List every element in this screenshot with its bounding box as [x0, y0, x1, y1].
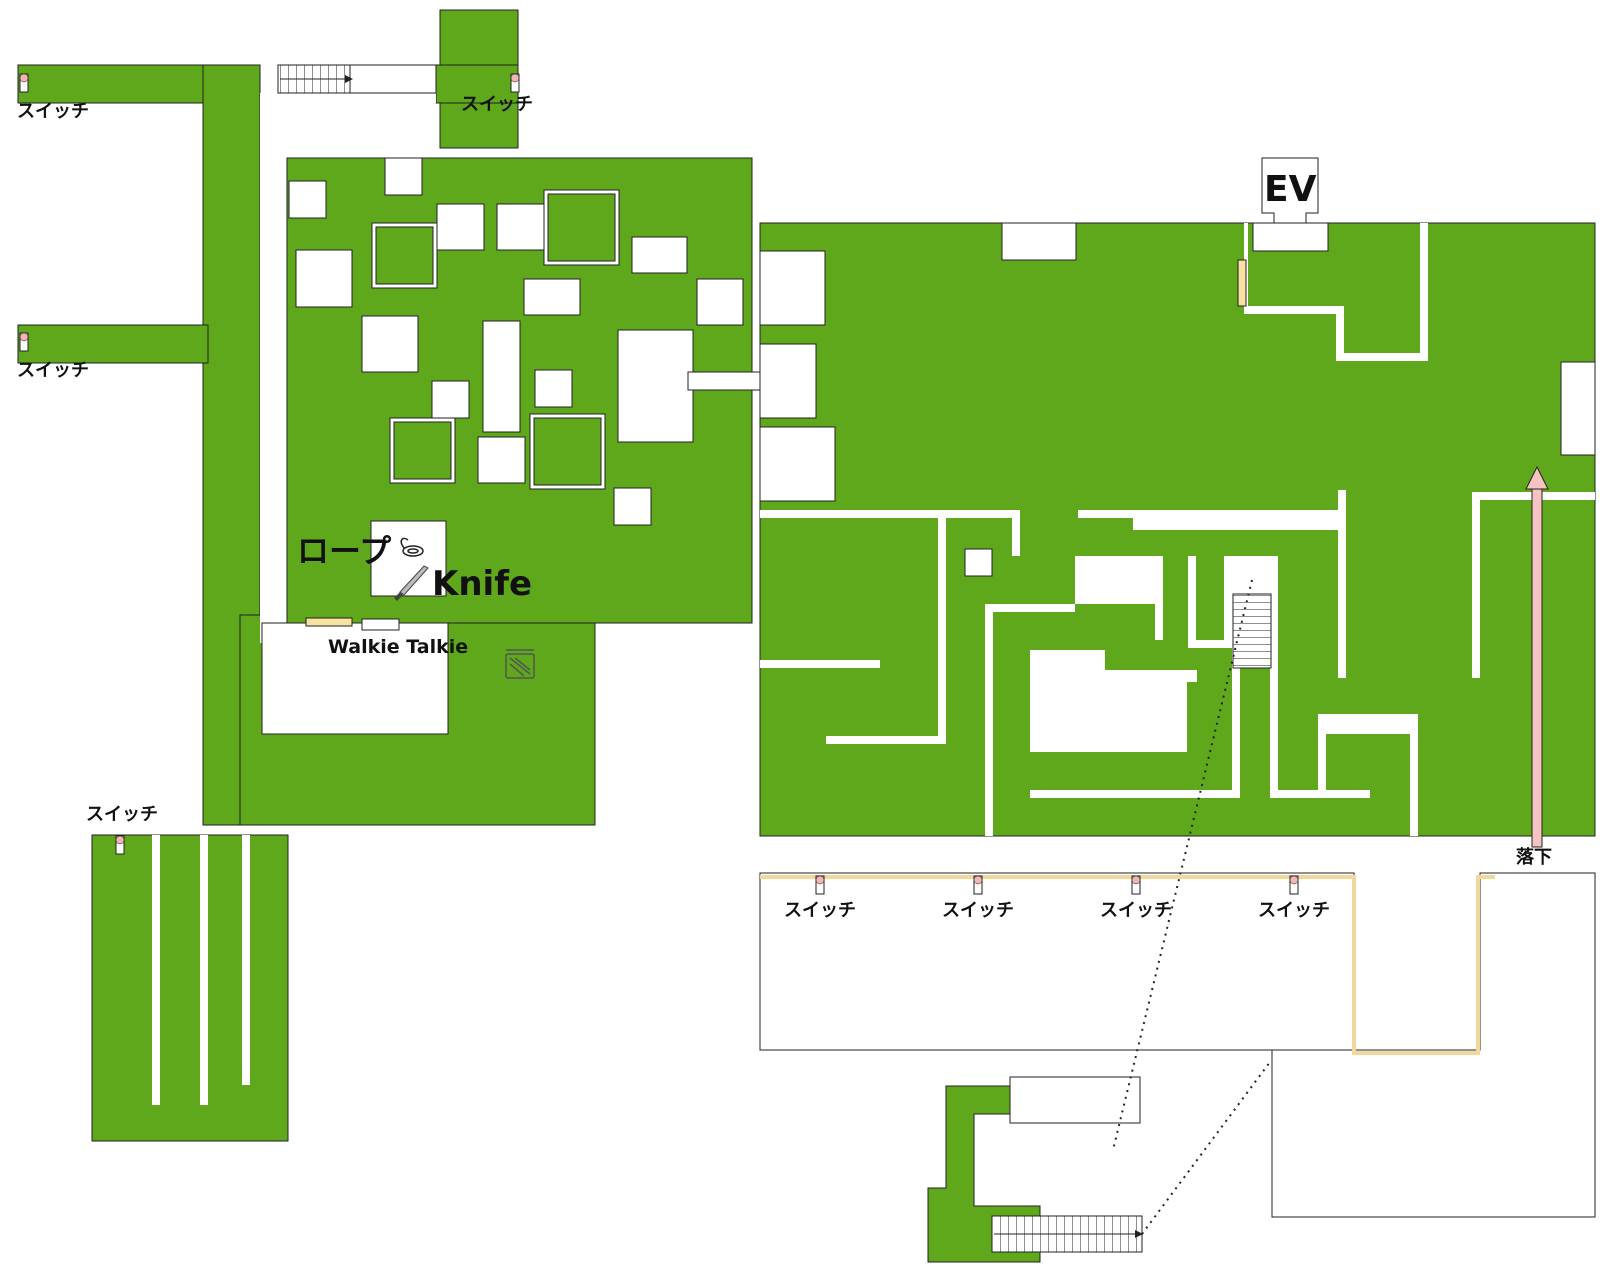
switch-label-top-left: スイッチ [17, 101, 89, 122]
central-hall-pillars [288, 157, 744, 597]
rope-icon [400, 537, 424, 557]
switch-label-mid-left: スイッチ [17, 360, 89, 381]
switch-markers [19, 73, 1299, 895]
fall-label: 落下 [1516, 847, 1552, 868]
basement-room [1009, 1076, 1141, 1124]
connector-corridor [687, 371, 765, 391]
switch-label-bottom-left: スイッチ [86, 804, 158, 825]
elevator-label: EV [1264, 169, 1317, 210]
switch-label-lower-1: スイッチ [784, 900, 856, 921]
switch-label-lower-3: スイッチ [1100, 900, 1172, 921]
fall-arrow-head [1525, 465, 1549, 490]
walkie-talkie-icon [505, 649, 535, 679]
rope-label: ロープ [297, 532, 392, 570]
east-wing-blocks [759, 222, 1596, 577]
door-ev [1237, 259, 1247, 307]
west-wing-walls [152, 93, 436, 1105]
door-bottom-right [361, 618, 400, 631]
fall-arrow-shaft [1531, 486, 1543, 848]
corridor-top-right [347, 64, 437, 94]
switch-marker-dots [19, 73, 1299, 885]
room-walkie-talkie [261, 622, 449, 735]
stairs-east [1232, 593, 1272, 669]
door-bottom-left [305, 617, 353, 627]
central-hall-framed-inner [375, 193, 616, 486]
switch-label-lower-4: スイッチ [1258, 900, 1330, 921]
door-lower-edge [760, 875, 1495, 1055]
route-basement-stairs [1141, 1061, 1271, 1235]
elevator [1261, 157, 1319, 224]
walkie-talkie-label: Walkie Talkie [328, 636, 469, 658]
knife-label: Knife [432, 564, 533, 604]
switch-label-top-right: スイッチ [461, 94, 533, 115]
switch-label-lower-2: スイッチ [942, 900, 1014, 921]
knife-icon [394, 565, 429, 601]
